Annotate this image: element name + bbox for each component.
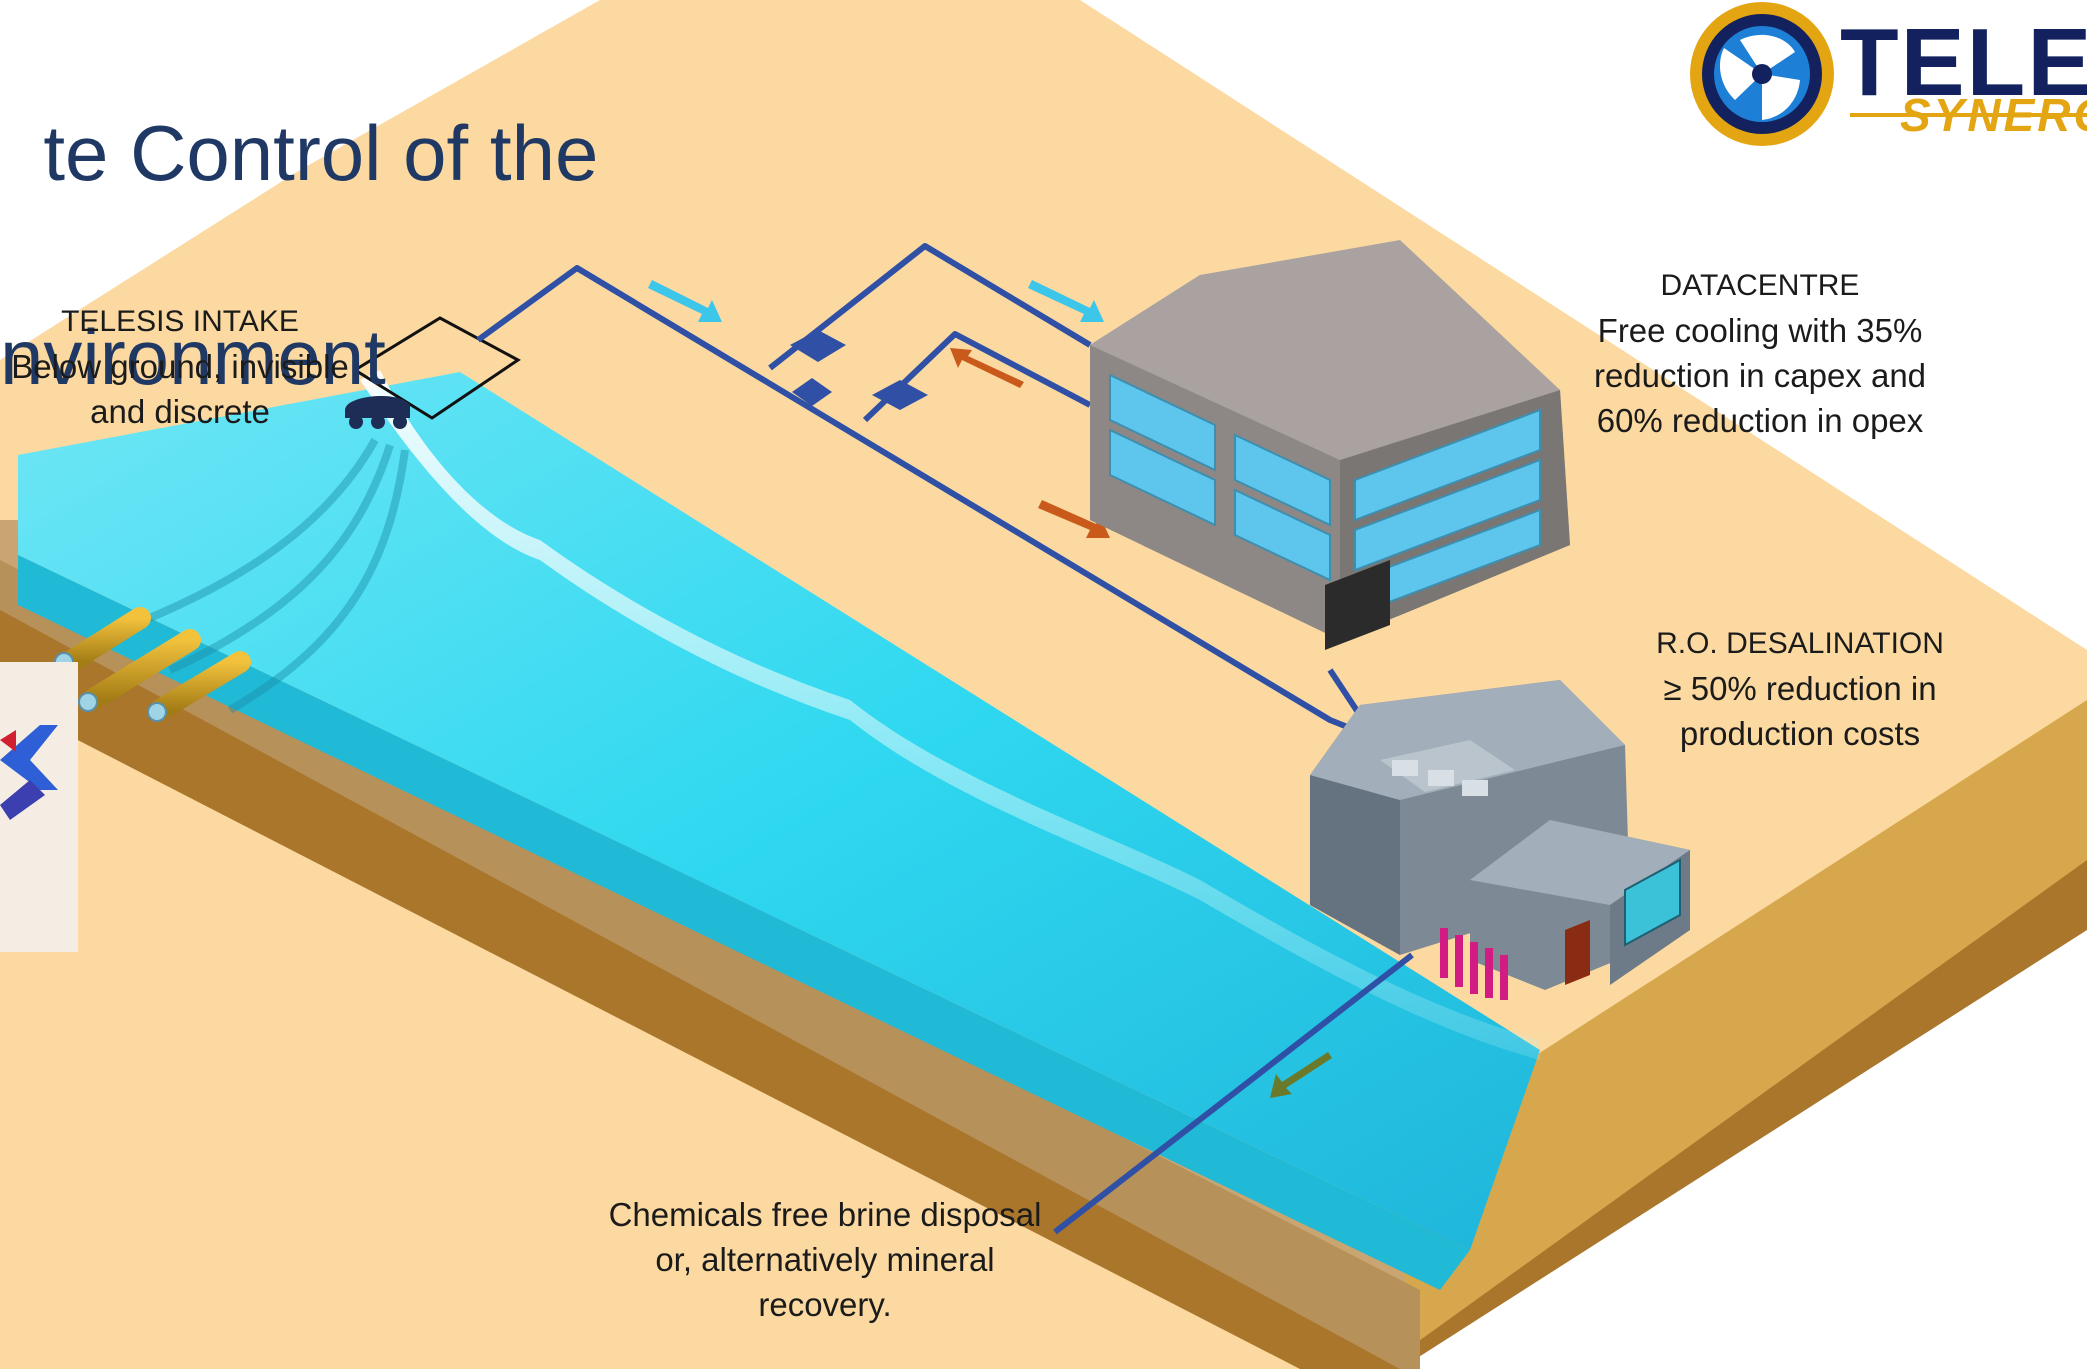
page-title-line-1: te Control of the	[43, 109, 599, 197]
datacentre-line-1: Free cooling with 35%	[1597, 312, 1923, 349]
intake-label: TELESIS INTAKE Below ground, invisible a…	[10, 300, 350, 434]
logo-wordmark: TELES	[1840, 9, 2087, 116]
datacentre-building-icon	[1090, 240, 1570, 650]
desalination-label: R.O. DESALINATION ≥ 50% reduction in pro…	[1620, 622, 1980, 756]
sea-surface	[18, 372, 1540, 1250]
desalination-heading: R.O. DESALINATION	[1656, 627, 1944, 660]
right-side-face	[1330, 700, 2087, 1369]
brine-line-1: Chemicals free brine disposal	[608, 1196, 1042, 1233]
desalination-line-1: ≥ 50% reduction in	[1663, 670, 1937, 707]
page-title: te Control of the nvironment	[0, 0, 598, 510]
right-side-face-dark	[1380, 860, 2087, 1369]
desalination-line-2: production costs	[1679, 715, 1921, 752]
intake-structure-icon	[345, 316, 521, 429]
valve-icon	[790, 330, 928, 410]
page-title-line-2: nvironment	[0, 313, 386, 401]
side-arrows-icon	[0, 662, 78, 952]
intake-pipe-icon	[54, 607, 251, 722]
sea-front-face	[18, 555, 1470, 1290]
logo-subtitle: SYNERG	[1900, 89, 2087, 141]
datacentre-line-3: 60% reduction in opex	[1596, 402, 1924, 439]
datacentre-heading: DATACENTRE	[1660, 269, 1860, 302]
brine-label: Chemicals free brine disposal or, altern…	[600, 1192, 1050, 1327]
datacentre-line-2: reduction in capex and	[1593, 357, 1927, 394]
brine-line-3: recovery.	[758, 1286, 892, 1323]
flow-arrow-icon	[648, 280, 1332, 1098]
desalination-plant-icon	[1310, 680, 1690, 1000]
sea	[18, 370, 1540, 1290]
telesis-logo-icon	[1690, 2, 2087, 146]
intake-line-2: and discrete	[90, 393, 270, 430]
intake-heading: TELESIS INTAKE	[61, 305, 299, 338]
datacentre-label: DATACENTRE Free cooling with 35% reducti…	[1570, 264, 1950, 443]
intake-line-1: Below ground, invisible	[11, 348, 349, 385]
brine-line-2: or, alternatively mineral	[655, 1241, 995, 1278]
